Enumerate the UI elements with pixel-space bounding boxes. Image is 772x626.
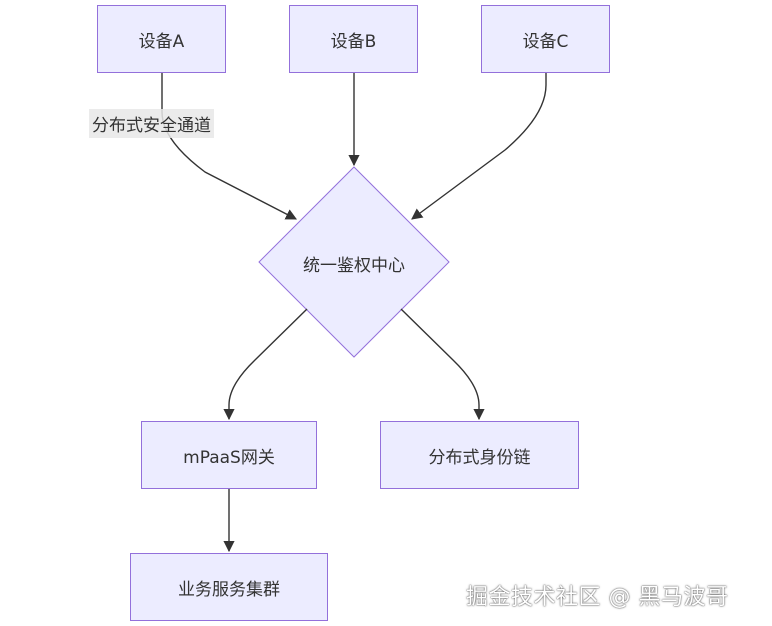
edge-device-c-to-auth <box>411 73 547 220</box>
edge-auth-to-identity-chain <box>400 308 485 421</box>
edge-label-secure-channel: 分布式安全通道 <box>89 109 214 138</box>
device-c-node: 设备C <box>481 5 610 73</box>
device-b-node: 设备B <box>289 5 418 73</box>
device-a-node: 设备A <box>97 5 226 73</box>
device-a-label: 设备A <box>138 31 185 52</box>
watermark-text: 掘金技术社区 @ 黑马波哥 <box>466 585 729 610</box>
identity-chain-node: 分布式身份链 <box>380 421 579 489</box>
business-cluster-node: 业务服务集群 <box>130 553 328 621</box>
edge-device-a-to-auth <box>161 73 297 220</box>
mpaas-gateway-node: mPaaS网关 <box>141 421 317 489</box>
mpaas-gateway-label: mPaaS网关 <box>183 447 275 468</box>
edge-auth-to-mpaas <box>223 308 308 421</box>
device-c-label: 设备C <box>522 31 569 52</box>
auth-center-label: 统一鉴权中心 <box>303 256 405 276</box>
business-cluster-label: 业务服务集群 <box>178 579 280 600</box>
identity-chain-label: 分布式身份链 <box>428 447 531 468</box>
device-b-label: 设备B <box>330 31 377 52</box>
